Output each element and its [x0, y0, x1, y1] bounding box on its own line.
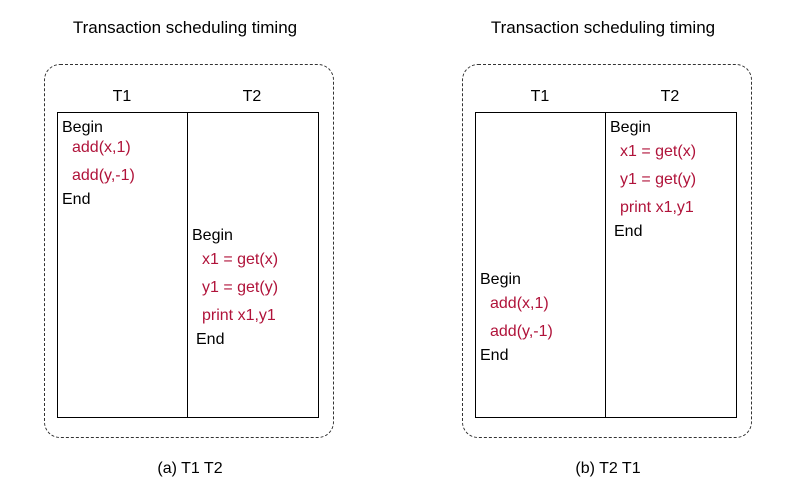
- t2-end: End: [196, 331, 225, 348]
- column-divider: [187, 112, 188, 418]
- t2-begin: Begin: [610, 119, 651, 136]
- t2-operation: print x1,y1: [620, 199, 694, 216]
- t2-begin: Begin: [192, 227, 233, 244]
- t1-operation: add(x,1): [72, 139, 131, 156]
- schedule-panel-a: Transaction scheduling timing T1 T2 Begi…: [44, 18, 334, 477]
- column-header-t2: T2: [660, 88, 680, 105]
- t2-operation: x1 = get(x): [620, 143, 697, 160]
- t1-operation: add(y,-1): [490, 323, 553, 340]
- column-header-t2: T2: [242, 88, 262, 105]
- t2-operation: print x1,y1: [202, 307, 276, 324]
- t1-operation: add(x,1): [490, 295, 549, 312]
- t1-transaction-block: Begin add(x,1) add(y,-1) End: [480, 270, 553, 366]
- t1-operation: add(y,-1): [72, 167, 135, 184]
- t1-transaction-block: Begin add(x,1) add(y,-1) End: [62, 118, 135, 210]
- schedule-frame: [44, 64, 334, 438]
- t1-begin: Begin: [62, 119, 103, 136]
- panel-title: Transaction scheduling timing: [72, 18, 298, 37]
- t1-end: End: [62, 191, 91, 208]
- t1-begin: Begin: [480, 271, 521, 288]
- t2-operation: y1 = get(y): [202, 279, 279, 296]
- column-header-t1: T1: [112, 88, 132, 105]
- t2-end: End: [614, 223, 643, 240]
- panel-caption: (b) T2 T1: [575, 460, 641, 477]
- schedule-frame: [462, 64, 752, 438]
- column-header-t1: T1: [530, 88, 550, 105]
- schedule-panel-b: Transaction scheduling timing T1 T2 Begi…: [418, 0, 800, 500]
- panel-title: Transaction scheduling timing: [490, 18, 716, 37]
- column-divider: [605, 112, 606, 418]
- panel-caption: (a) T1 T2: [157, 460, 223, 477]
- schedule-table: [57, 112, 319, 418]
- t2-operation: y1 = get(y): [620, 171, 697, 188]
- t2-transaction-block: Begin x1 = get(x) y1 = get(y) print x1,y…: [610, 118, 696, 242]
- schedule-table: [475, 112, 737, 418]
- t2-transaction-block: Begin x1 = get(x) y1 = get(y) print x1,y…: [192, 226, 278, 350]
- t2-operation: x1 = get(x): [202, 251, 279, 268]
- t1-end: End: [480, 347, 509, 364]
